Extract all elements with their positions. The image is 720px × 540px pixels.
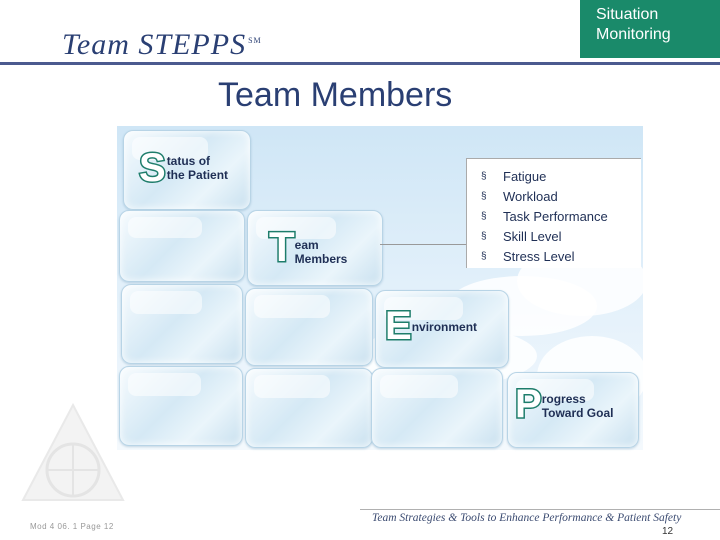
list-item: Task Performance [481, 207, 641, 227]
list-item: Workload [481, 187, 641, 207]
environment-line1: nvironment [412, 320, 477, 334]
list-item: Stress Level [481, 247, 641, 267]
section-tab-line2: Monitoring [596, 25, 720, 45]
slide-title: Team Members [218, 76, 452, 115]
environment-label: E nvironment [385, 306, 477, 346]
footer-divider [360, 509, 720, 510]
page-number: 12 [662, 526, 673, 537]
list-item: Fatigue [481, 167, 641, 187]
footer-tagline: Team Strategies & Tools to Enhance Perfo… [372, 512, 681, 524]
header-divider [0, 62, 720, 65]
team-letter: T [269, 226, 295, 268]
progress-line2: Toward Goal [542, 406, 614, 420]
section-tab-line1: Situation [596, 5, 720, 25]
team-line1: eam [295, 238, 348, 252]
triangle-watermark-icon [18, 400, 128, 510]
progress-line1: rogress [542, 392, 614, 406]
section-tab: Situation Monitoring [580, 0, 720, 58]
status-line1: tatus of [167, 154, 228, 168]
environment-letter: E [385, 306, 412, 346]
team-line2: Members [295, 252, 348, 266]
module-reference: Mod 4 06. 1 Page 12 [30, 522, 114, 531]
progress-label: P rogress Toward Goal [515, 384, 613, 424]
connector-line [380, 244, 466, 245]
status-letter: S [139, 148, 166, 188]
team-member-factors-list: Fatigue Workload Task Performance Skill … [466, 158, 641, 268]
status-line2: the Patient [167, 168, 228, 182]
list-item: Skill Level [481, 227, 641, 247]
status-label: S tatus of the Patient [139, 148, 228, 188]
team-label: T eam Members [269, 226, 347, 268]
progress-letter: P [515, 384, 542, 424]
